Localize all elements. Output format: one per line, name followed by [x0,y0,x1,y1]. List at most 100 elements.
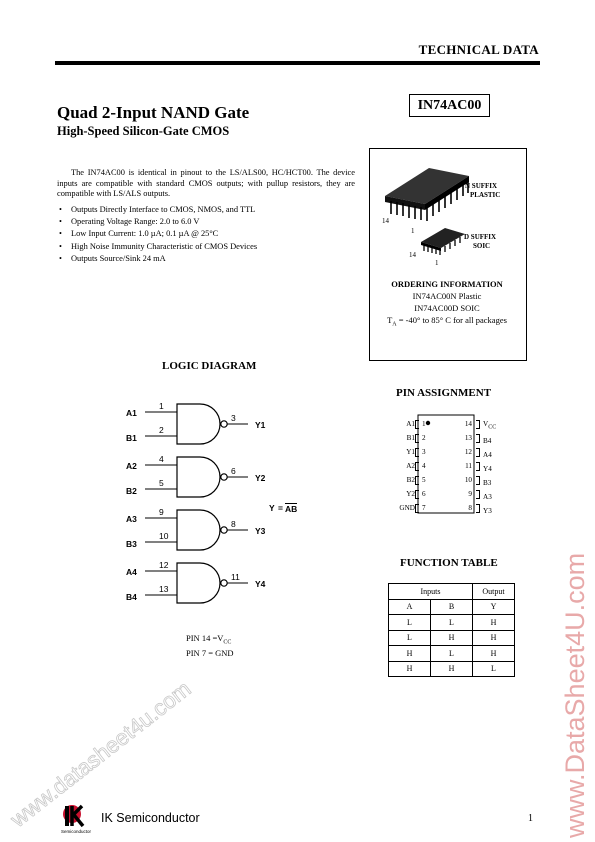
pin-note-vcc-sub: CC [223,639,232,646]
gate-pin-a: 1 [159,401,164,411]
table-row: H L H [388,645,515,662]
pin-leg [476,445,482,459]
feature-list: •Outputs Directly Interface to CMOS, NMO… [57,204,257,265]
pin-names-left: A1 B1 Y1 A2 B2 Y2 GND [390,417,415,515]
table-column-header: A [388,598,431,615]
technical-data-header: TECHNICAL DATA [418,42,539,57]
d-type-label: SOIC [473,242,490,250]
pin-name: A1 [406,420,415,428]
gate-input-a: A3 [126,514,137,524]
n-suffix-label: N SUFFIX [465,182,497,190]
nand-gate-2: A2 4 B2 5 6 Y2 [126,454,266,498]
pin-numbers-right: 14 13 12 11 10 9 8 [458,417,472,515]
function-table-heading: FUNCTION TABLE [400,557,498,569]
gate-input-a: A4 [126,567,137,577]
pin-names-right: VCC B4 A4 Y4 B3 A3 Y3 [483,417,513,518]
pin-number: 3 [422,448,426,456]
pin-name-vcc: V [483,420,489,428]
package-box [369,148,527,361]
table-column-header: Y [472,598,515,615]
table-cell: H [472,645,515,662]
gate-pin-out: 11 [231,572,240,582]
company-name: IK Semiconductor [101,811,200,825]
pin-number: 4 [422,462,426,470]
pin-leg [476,487,482,501]
pin-number: 13 [464,434,472,442]
gate-input-b: B2 [126,486,137,496]
temp-symbol: T [387,315,393,325]
watermark-vertical-text: www.DataSheet4U.com [560,553,590,839]
table-row: L H H [388,629,515,646]
pin-name: A4 [483,451,492,460]
gate-input-b: B1 [126,433,137,443]
gate-output: Y2 [255,473,266,483]
bullet-icon: • [59,241,62,251]
table-cell: H [430,660,473,677]
gate-pin-out: 6 [231,466,236,476]
soic-pin1-label: 1 [435,259,439,267]
pin1-marker-icon [425,420,431,426]
table-cell: H [472,614,515,631]
dip-pin1-label: 1 [411,227,415,235]
pin-leg [415,431,421,445]
pin-leg [476,459,482,473]
feature-text: Outputs Source/Sink 24 mA [71,253,166,263]
pin-name: Y1 [406,448,415,456]
bullet-icon: • [59,229,62,239]
pin-name: A3 [483,493,492,502]
pin-notes: PIN 14 =VCC PIN 7 = GND [186,633,234,659]
gate-input-b: B4 [126,592,137,602]
pin-name: Y4 [483,465,492,474]
pin-leg [476,431,482,445]
ordering-heading: ORDERING INFORMATION [391,279,503,289]
gate-pin-b: 10 [159,531,169,541]
ordering-line: IN74AC00D SOIC [414,303,480,313]
gate-output: Y4 [255,579,266,589]
pin-leg [415,417,421,431]
gate-output: Y1 [255,420,266,430]
pin-number: 6 [422,490,426,498]
dip-package-icon [385,168,469,221]
gate-pin-b: 2 [159,425,164,435]
gate-pin-out: 8 [231,519,236,529]
nand-gate-3: A3 9 B3 10 8 Y3 [126,507,266,551]
pin-name: B4 [483,437,492,446]
pin-numbers-left: 1 2 3 4 5 6 7 [422,417,434,515]
pin-number: 12 [464,448,472,456]
function-table: Inputs Output A B Y L L H L H H H L H H … [388,583,515,677]
pin-number: 2 [422,434,426,442]
table-cell: L [430,614,473,631]
table-cell: L [388,629,431,646]
pin-note-gnd: PIN 7 = GND [186,648,234,659]
pin-labels: A1 B1 Y1 A2 B2 Y2 GND 1 2 3 4 5 6 7 14 1… [390,412,515,517]
ordering-temp: TA = -40° to 85° C for all packages [369,314,525,331]
feature-item: •Outputs Directly Interface to CMOS, NMO… [57,204,257,216]
nand-equation: Y = [269,503,283,513]
gate-pin-a: 12 [159,560,169,570]
pin-number: 8 [468,504,472,512]
feature-item: • Low Input Current: 1.0 µA; 0.1 µA @ 25°… [57,228,257,240]
pin-leg [415,445,421,459]
pin-leg [415,501,421,515]
pin-leg [415,473,421,487]
feature-text: Low Input Current: 1.0 µA; 0.1 µA @ 25°C [71,229,219,239]
page-number: 1 [528,813,533,824]
nand-gate-1: A1 1 B1 2 3 Y1 [126,401,266,445]
pin-assignment-diagram [417,414,475,514]
table-cell: H [430,629,473,646]
soic-package-icon [421,228,465,255]
ordering-line: IN74AC00N Plastic [412,291,482,301]
pin-note-vcc-text: PIN 14 =V [186,633,224,643]
pin-legs-left [415,417,421,515]
pin-legs-right [476,417,482,515]
description-text: The IN74AC00 is identical in pinout to t… [57,168,355,199]
bullet-icon: • [59,217,62,227]
package-illustration: N SUFFIX PLASTIC 14 1 D SUFFIX SOIC 14 1 [382,168,500,267]
soic-pin14-label: 14 [409,251,417,259]
pin-note-vcc: PIN 14 =VCC [186,633,234,648]
feature-item: • Operating Voltage Range: 2.0 to 6.0 V [57,216,257,228]
feature-text: Operating Voltage Range: 2.0 to 6.0 V [71,217,200,227]
table-column-row: A B Y [388,598,515,615]
vertical-watermark: www.DataSheet4U.com [560,553,590,839]
pin-leg [415,487,421,501]
